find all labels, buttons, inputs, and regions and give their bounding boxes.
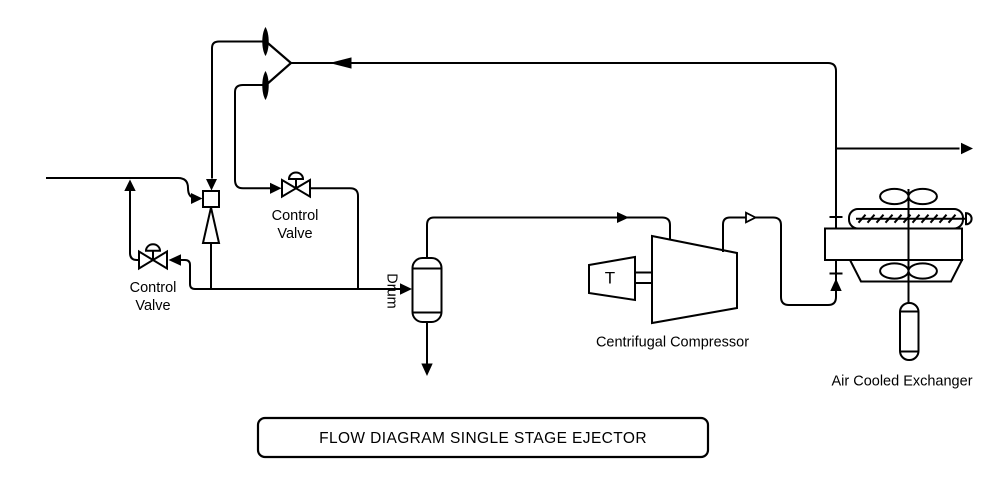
- diagram-title: FLOW DIAGRAM SINGLE STAGE EJECTOR: [319, 430, 647, 447]
- title-box-frame: [256, 416, 710, 459]
- fan-blade-icon: [879, 187, 910, 206]
- fan-blade-icon: [907, 187, 938, 206]
- fan-motor-icon: [899, 302, 920, 361]
- valve-left-body-icon: [151, 249, 168, 271]
- compressor-discharge-line: [722, 211, 843, 306]
- fin-hatch-marks: [857, 214, 957, 224]
- air-cooled-exchanger-symbol: Air Cooled Exchanger: [824, 142, 973, 390]
- splitter-chevron-icon: [265, 40, 293, 86]
- valve-right-body-icon: [281, 178, 298, 199]
- fan-blade-icon: [907, 262, 938, 280]
- valve-right-actuator-icon: [287, 171, 305, 180]
- recycle-splitter-junction: [211, 27, 293, 190]
- exchanger-plenum-icon: [824, 227, 963, 261]
- recycle-top-line: [291, 57, 843, 228]
- discharge-pipe: [722, 216, 837, 306]
- motive-branch-pipe: [211, 40, 266, 179]
- drum-overhead-pipe: [426, 216, 671, 258]
- flow-arrow-into-drum: [400, 283, 412, 295]
- feed-pipe: [46, 177, 197, 199]
- control-valve-right-label-2: Valve: [277, 226, 312, 242]
- valve-left-inlet-pipe: [181, 259, 196, 290]
- recycle-riser-line: [124, 179, 140, 261]
- fan-blade-icon: [879, 262, 910, 280]
- tube-end-cap-icon: [965, 212, 973, 226]
- drum-symbol: Drum: [384, 212, 671, 376]
- ejector-nozzle-box-icon: [202, 190, 220, 208]
- flow-arrow-open-icon: [745, 211, 758, 224]
- flow-arrow-outlet: [961, 142, 973, 155]
- title-box: FLOW DIAGRAM SINGLE STAGE EJECTOR: [256, 416, 710, 459]
- valve-right-outlet-pipe: [310, 187, 359, 289]
- valve-branch-pipe: [234, 84, 270, 190]
- air-cooled-exchanger-label: Air Cooled Exchanger: [831, 374, 972, 390]
- recycle-pipe: [291, 62, 837, 228]
- compressor-label: Centrifugal Compressor: [596, 335, 749, 351]
- valve-right-body-icon: [294, 178, 311, 199]
- valve-left-body-icon: [138, 249, 155, 271]
- control-valve-right: Control Valve: [270, 171, 359, 289]
- turbine-driver-icon: [588, 255, 636, 302]
- flow-arrow-up-into-exchanger: [830, 278, 842, 291]
- flow-arrow-drum-bottoms: [421, 363, 433, 376]
- feed-line: [46, 177, 203, 204]
- control-valve-left-label-2: Valve: [135, 298, 170, 314]
- compressor-casing-icon: [651, 234, 738, 325]
- drum-inlet-header: [195, 283, 412, 295]
- flow-arrow-down-into-ejector: [206, 179, 217, 191]
- splitter-blade-icon: [262, 27, 269, 56]
- flow-arrow-into-valve-right: [270, 182, 282, 194]
- drum-label: Drum: [384, 273, 400, 308]
- ejector-diffuser-cone-icon: [201, 207, 221, 244]
- flow-arrow-up-icon: [124, 179, 136, 191]
- motor-cap-lines: [900, 310, 919, 353]
- centrifugal-compressor-symbol: T Centrifugal Compressor: [588, 234, 749, 351]
- riser-pipe: [129, 190, 140, 261]
- drum-cap-lines: [412, 267, 442, 314]
- flow-arrow-left-icon: [329, 57, 352, 69]
- flow-arrow-into-ejector: [191, 193, 203, 204]
- turbine-driver-label: T: [605, 269, 615, 288]
- flow-arrow-to-compressor: [617, 212, 629, 223]
- ejector-symbol: [201, 179, 221, 289]
- control-valve-right-label-1: Control: [272, 208, 319, 224]
- valve-left-actuator-icon: [144, 243, 162, 252]
- compressor-shaft-icon: [635, 271, 652, 284]
- control-valve-left: Control Valve: [130, 243, 196, 314]
- control-valve-left-label-1: Control: [130, 280, 177, 296]
- splitter-blade-icon: [262, 71, 269, 100]
- flow-arrow-into-valve-left: [168, 254, 181, 266]
